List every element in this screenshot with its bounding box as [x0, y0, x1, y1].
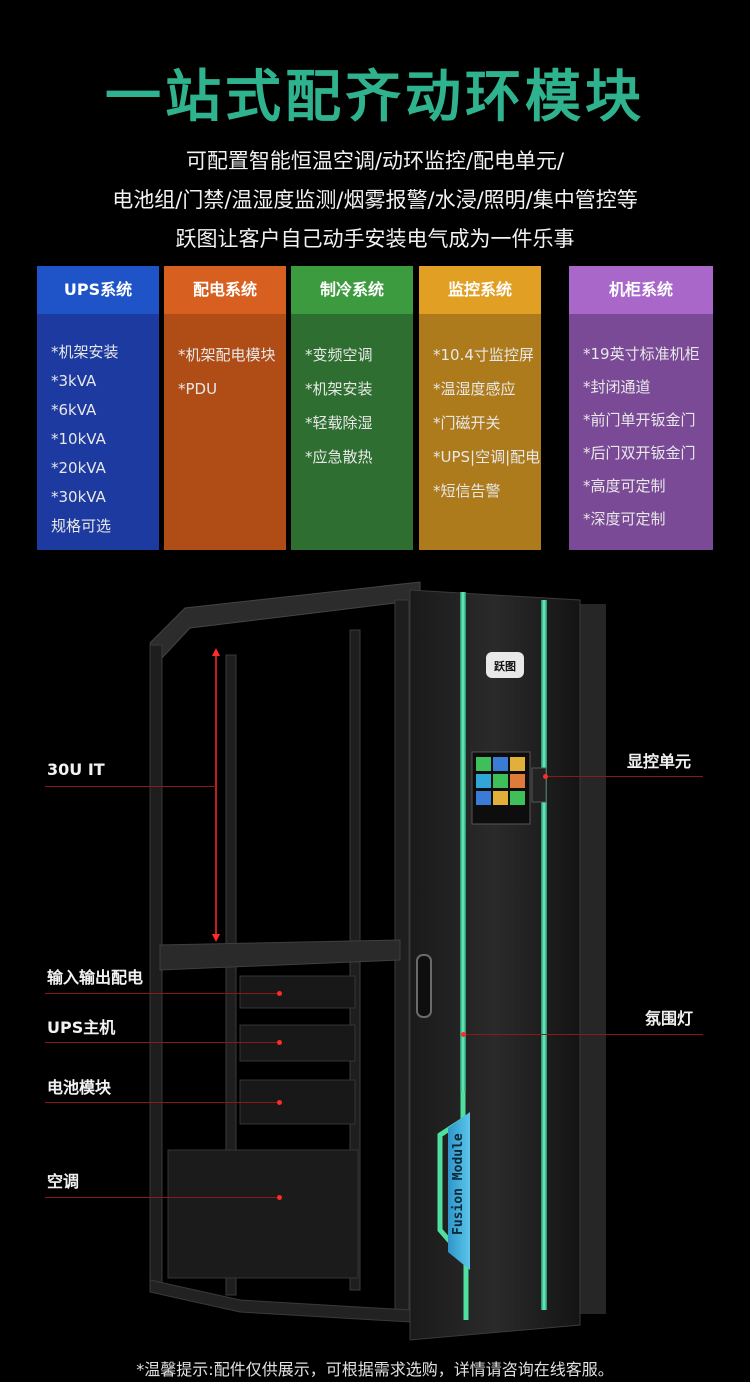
callout-line	[45, 1042, 280, 1043]
display-tile	[493, 774, 508, 788]
shelf-ups	[239, 1024, 356, 1062]
card-item: *19英寸标准机柜	[583, 345, 700, 363]
cross-bar	[159, 939, 401, 971]
display-tile	[476, 791, 491, 805]
door-label: Fusion Module	[451, 1133, 466, 1235]
card-body: *10.4寸监控屏 *温湿度感应 *门磁开关 *UPS|空调|配电 *短信告警	[419, 314, 541, 550]
card-item: *机架安装	[51, 343, 119, 361]
callout-dot	[461, 1032, 466, 1037]
card-item: *机架配电模块	[178, 346, 276, 364]
cabinet-top	[149, 581, 421, 661]
card-item: *深度可定制	[583, 510, 666, 528]
shelf-ac	[167, 1149, 359, 1279]
display-tile	[510, 791, 525, 805]
display-tile	[493, 791, 508, 805]
display-side-panel	[531, 767, 547, 803]
card-item: *PDU	[178, 380, 218, 398]
arrow-down-icon	[212, 934, 220, 942]
subtitle-line-2: 电池组/门禁/温湿度监测/烟雾报警/水浸/照明/集中管控等	[112, 188, 638, 212]
callout-30u-it: 30U IT	[47, 760, 105, 779]
arrow-up-icon	[212, 648, 220, 656]
system-cards: UPS系统 *机架安装 *3kVA *6kVA *10kVA *20kVA *3…	[37, 266, 713, 550]
card-item: *短信告警	[433, 482, 501, 500]
card-item: *温湿度感应	[433, 380, 516, 398]
ambient-light-strip	[541, 600, 547, 1310]
cabinet-door	[409, 589, 581, 1341]
card-item: *变频空调	[305, 346, 373, 364]
card-item: *前门单开钣金门	[583, 411, 696, 429]
door-handle	[416, 954, 432, 1018]
card-item: *后门双开钣金门	[583, 444, 696, 462]
card-title: 制冷系统	[291, 266, 413, 314]
display-tile	[510, 774, 525, 788]
callout-line	[45, 786, 216, 787]
card-item: *10kVA	[51, 430, 106, 448]
ambient-light-strip	[460, 592, 466, 1092]
card-item: *应急散热	[305, 448, 373, 466]
card-item: *20kVA	[51, 459, 106, 477]
card-item: 规格可选	[51, 517, 112, 535]
card-title: 配电系统	[164, 266, 286, 314]
card-item: *轻载除湿	[305, 414, 373, 432]
card-title: 机柜系统	[569, 266, 713, 314]
card-title: 监控系统	[419, 266, 541, 314]
callout-display: 显控单元	[627, 752, 692, 771]
card-item: *10.4寸监控屏	[433, 346, 534, 364]
callout-io-power: 输入输出配电	[47, 968, 144, 987]
card-item: *30kVA	[51, 488, 106, 506]
card-item: *3kVA	[51, 372, 97, 390]
callout-line	[463, 1034, 703, 1035]
ambient-light-strip	[437, 1092, 469, 1320]
callout-dot	[543, 774, 548, 779]
logo-badge	[486, 652, 524, 678]
subtitle: 可配置智能恒温空调/动环监控/配电单元/ 电池组/门禁/温湿度监测/烟雾报警/水…	[0, 142, 750, 259]
shelf-io-power	[239, 975, 356, 1009]
card-ups: UPS系统 *机架安装 *3kVA *6kVA *10kVA *20kVA *3…	[37, 266, 159, 550]
subtitle-line-1: 可配置智能恒温空调/动环监控/配电单元/	[185, 149, 565, 173]
display-tile	[476, 774, 491, 788]
card-body: *变频空调 *机架安装 *轻载除湿 *应急散热	[291, 314, 413, 550]
card-body: *机架配电模块 *PDU	[164, 314, 286, 550]
card-item: *UPS|空调|配电	[433, 448, 541, 466]
card-body: *机架安装 *3kVA *6kVA *10kVA *20kVA *30kVA 规…	[37, 314, 159, 550]
callout-line	[545, 776, 703, 777]
logo-text: 跃图	[494, 659, 516, 673]
callout-dot	[277, 1195, 282, 1200]
display-tile	[493, 757, 508, 771]
cabinet-rear-panel	[580, 604, 606, 1314]
subtitle-line-3: 跃图让客户自己动手安装电气成为一件乐事	[175, 227, 575, 251]
callout-ambient: 氛围灯	[645, 1009, 694, 1028]
callout-line	[45, 1102, 280, 1103]
callout-dot	[277, 1100, 282, 1105]
card-item: *封闭通道	[583, 378, 651, 396]
card-item: *门磁开关	[433, 414, 501, 432]
card-cooling: 制冷系统 *变频空调 *机架安装 *轻载除湿 *应急散热	[291, 266, 413, 550]
page-title: 一站式配齐动环模块	[105, 65, 645, 130]
card-cabinet: 机柜系统 *19英寸标准机柜 *封闭通道 *前门单开钣金门 *后门双开钣金门 *…	[569, 266, 713, 550]
frame-post	[225, 654, 237, 1296]
callout-dot	[277, 991, 282, 996]
card-monitor: 监控系统 *10.4寸监控屏 *温湿度感应 *门磁开关 *UPS|空调|配电 *…	[419, 266, 541, 550]
footer-note: *温馨提示:配件仅供展示，可根据需求选购，详情请咨询在线客服。	[136, 1360, 614, 1379]
card-item: *6kVA	[51, 401, 97, 419]
card-item: *机架安装	[305, 380, 373, 398]
callout-line	[45, 1197, 280, 1198]
card-body: *19英寸标准机柜 *封闭通道 *前门单开钣金门 *后门双开钣金门 *高度可定制…	[569, 314, 713, 550]
card-title: UPS系统	[37, 266, 159, 314]
display-tile	[510, 757, 525, 771]
callout-battery: 电池模块	[47, 1078, 112, 1097]
callout-ups: UPS主机	[47, 1018, 116, 1037]
display-tile	[476, 757, 491, 771]
card-power: 配电系统 *机架配电模块 *PDU	[164, 266, 286, 550]
callout-line	[45, 993, 280, 994]
callout-dot	[277, 1040, 282, 1045]
fusion-label-panel	[448, 1112, 470, 1270]
callout-ac: 空调	[47, 1172, 80, 1191]
cabinet-base	[149, 1279, 411, 1323]
card-item: *高度可定制	[583, 477, 666, 495]
